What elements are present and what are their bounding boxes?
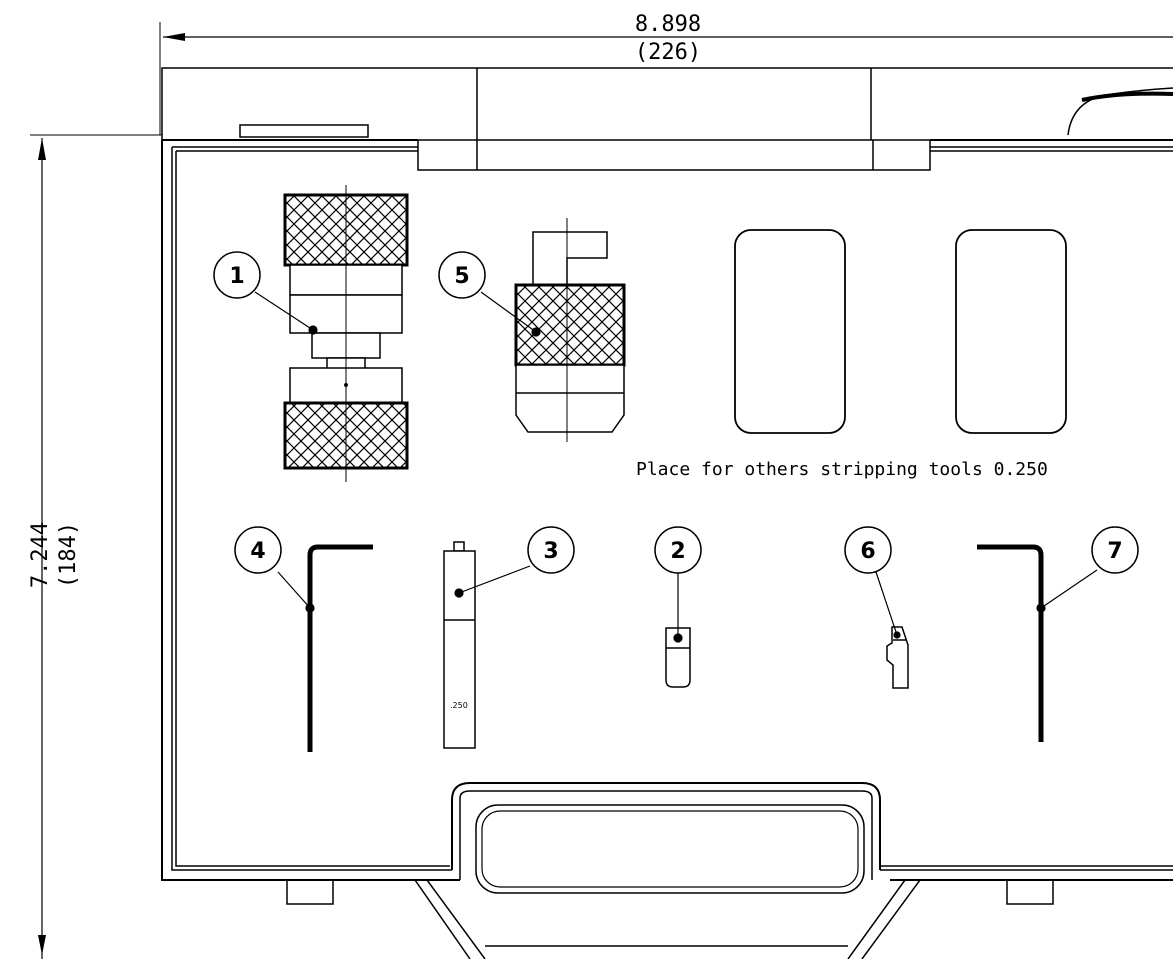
case-body <box>161 139 1173 905</box>
tool-7-hex-key <box>977 544 1044 742</box>
callout-4: 4 <box>234 526 282 574</box>
callout-5: 5 <box>438 251 486 299</box>
case-handle <box>414 782 921 959</box>
tool-2-blade <box>665 627 691 688</box>
svg-text:5: 5 <box>454 264 469 289</box>
svg-text:4: 4 <box>250 539 265 564</box>
height-mm-label: (184) <box>56 522 81 588</box>
empty-tool-slot-1 <box>734 229 846 434</box>
width-dimension: 8.898 (226) <box>159 12 1173 135</box>
callout-1: 1 <box>213 251 261 299</box>
gauge-mark: .250 <box>450 701 468 710</box>
svg-text:3: 3 <box>543 539 558 564</box>
callout-leaders <box>254 291 1098 643</box>
svg-text:6: 6 <box>860 539 875 564</box>
callout-7: 7 <box>1091 526 1139 574</box>
width-inch-label: 8.898 <box>635 12 701 37</box>
empty-tool-slot-2 <box>955 229 1067 434</box>
callout-2: 2 <box>654 526 702 574</box>
tool-6-blade <box>886 626 909 689</box>
tool-3-gauge: .250 <box>443 541 476 749</box>
tool-1-stripper <box>283 185 409 482</box>
svg-text:7: 7 <box>1107 539 1122 564</box>
svg-text:1: 1 <box>229 264 244 289</box>
callout-3: 3 <box>527 526 575 574</box>
height-dimension: 7.244 (184) <box>28 134 162 959</box>
tool-4-hex-key <box>307 544 373 752</box>
svg-text:2: 2 <box>670 539 685 564</box>
slot-note: Place for others stripping tools 0.250 <box>636 459 1048 480</box>
width-mm-label: (226) <box>635 40 701 65</box>
tool-5-stripper <box>514 218 626 442</box>
callout-6: 6 <box>844 526 892 574</box>
case-lid <box>161 67 1173 140</box>
height-inch-label: 7.244 <box>28 522 53 588</box>
